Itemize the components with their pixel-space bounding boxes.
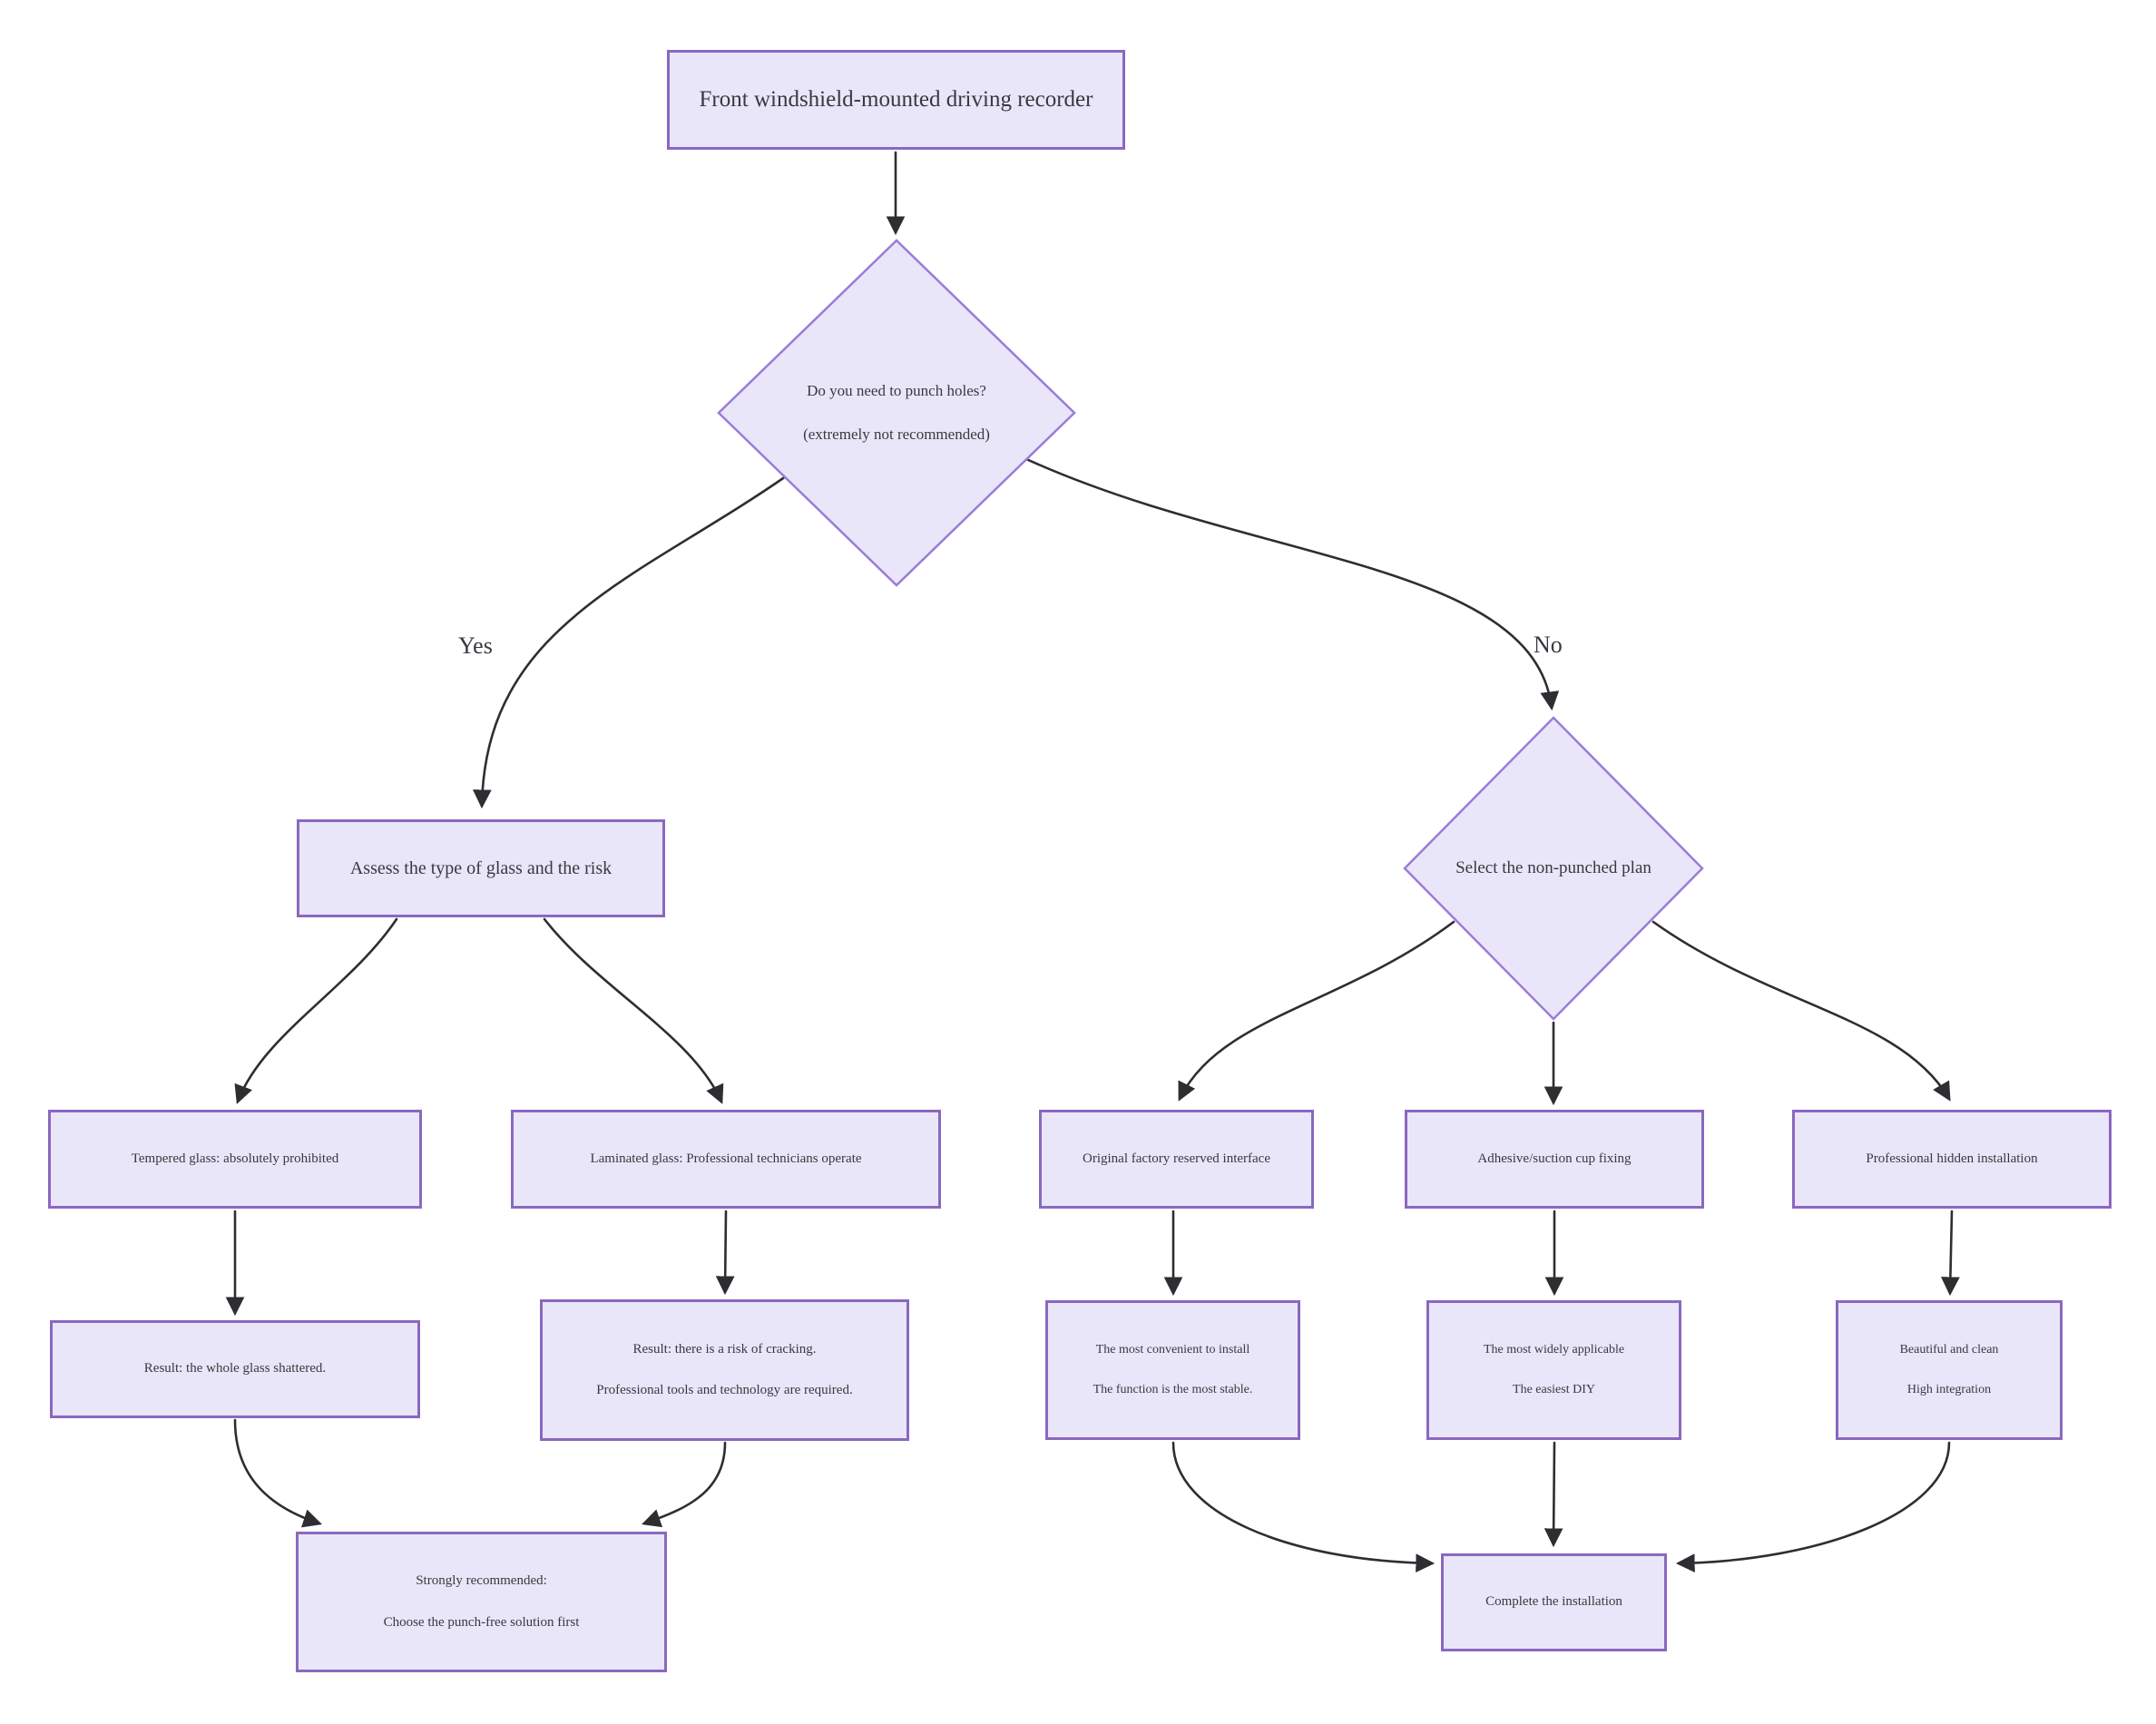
node-factory: Original factory reserved interface: [1039, 1110, 1314, 1209]
node-assess: Assess the type of glass and the risk: [297, 819, 665, 917]
node-result-shattered-label: Result: the whole glass shattered.: [143, 1361, 327, 1376]
edge-widely-to-complete: [1544, 1441, 1563, 1548]
node-beautiful: Beautiful and clean High integration: [1836, 1300, 2063, 1440]
node-result-cracking-line1: Result: there is a risk of cracking.: [632, 1341, 817, 1357]
decision-punch-shape: [717, 239, 1076, 587]
decision-plan-shape: [1403, 716, 1704, 1021]
edge-assess-to-tempered: [234, 917, 398, 1104]
node-start-label: Front windshield-mounted driving recorde…: [699, 86, 1093, 112]
node-hidden-label: Professional hidden installation: [1866, 1151, 2038, 1166]
node-factory-label: Original factory reserved interface: [1083, 1151, 1270, 1166]
node-result-shattered: Result: the whole glass shattered.: [50, 1320, 420, 1418]
node-complete-label: Complete the installation: [1485, 1594, 1622, 1610]
node-assess-label: Assess the type of glass and the risk: [349, 857, 612, 878]
node-beautiful-line2: High integration: [1906, 1383, 1992, 1396]
node-complete: Complete the installation: [1441, 1553, 1667, 1651]
edge-laminated-to-result: [715, 1210, 735, 1296]
decision-punch-line2: (extremely not recommended): [803, 426, 990, 443]
edge-convenient-to-complete: [1171, 1441, 1436, 1573]
node-start: Front windshield-mounted driving recorde…: [667, 50, 1125, 150]
node-widely-line1: The most widely applicable: [1483, 1342, 1625, 1357]
edge-shattered-to-recommend: [233, 1418, 322, 1528]
node-laminated: Laminated glass: Professional technician…: [511, 1110, 941, 1209]
node-tempered: Tempered glass: absolutely prohibited: [48, 1110, 422, 1209]
edge-hidden-to-benefit: [1940, 1210, 1960, 1297]
node-recommend-line1: Strongly recommended:: [416, 1573, 547, 1589]
node-widely: The most widely applicable The easiest D…: [1426, 1300, 1681, 1440]
node-convenient: The most convenient to install The funct…: [1045, 1300, 1300, 1440]
edge-plan-to-hidden: [1651, 920, 1951, 1102]
node-result-cracking-line2: Professional tools and technology are re…: [596, 1383, 853, 1397]
node-adhesive-label: Adhesive/suction cup fixing: [1477, 1151, 1632, 1166]
edge-decision-no: [1023, 456, 1560, 711]
edge-decision-yes: [472, 475, 788, 809]
node-tempered-label: Tempered glass: absolutely prohibited: [131, 1151, 339, 1166]
node-result-cracking: Result: there is a risk of cracking. Pro…: [540, 1299, 909, 1441]
node-hidden: Professional hidden installation: [1792, 1110, 2112, 1209]
node-laminated-label: Laminated glass: Professional technician…: [590, 1151, 862, 1166]
edge-plan-to-factory: [1178, 920, 1455, 1102]
node-decision-punch: Do you need to punch holes? (extremely n…: [717, 239, 1076, 587]
edge-beautiful-to-complete: [1675, 1441, 1951, 1573]
node-adhesive: Adhesive/suction cup fixing: [1405, 1110, 1704, 1209]
decision-plan-label: Select the non-punched plan: [1455, 858, 1651, 878]
edge-label-yes: Yes: [458, 632, 493, 659]
node-widely-line2: The easiest DIY: [1513, 1383, 1595, 1396]
node-beautiful-line1: Beautiful and clean: [1899, 1342, 1999, 1357]
node-convenient-line1: The most convenient to install: [1095, 1342, 1250, 1357]
node-decision-plan: Select the non-punched plan: [1403, 716, 1704, 1021]
edge-assess-to-laminated: [543, 917, 724, 1104]
edge-cracking-to-recommend: [642, 1441, 727, 1528]
node-recommend-line2: Choose the punch-free solution first: [383, 1614, 580, 1630]
node-convenient-line2: The function is the most stable.: [1093, 1383, 1253, 1396]
decision-punch-line1: Do you need to punch holes?: [807, 382, 986, 400]
edge-label-no: No: [1534, 632, 1563, 658]
node-recommend: Strongly recommended: Choose the punch-f…: [296, 1532, 667, 1672]
